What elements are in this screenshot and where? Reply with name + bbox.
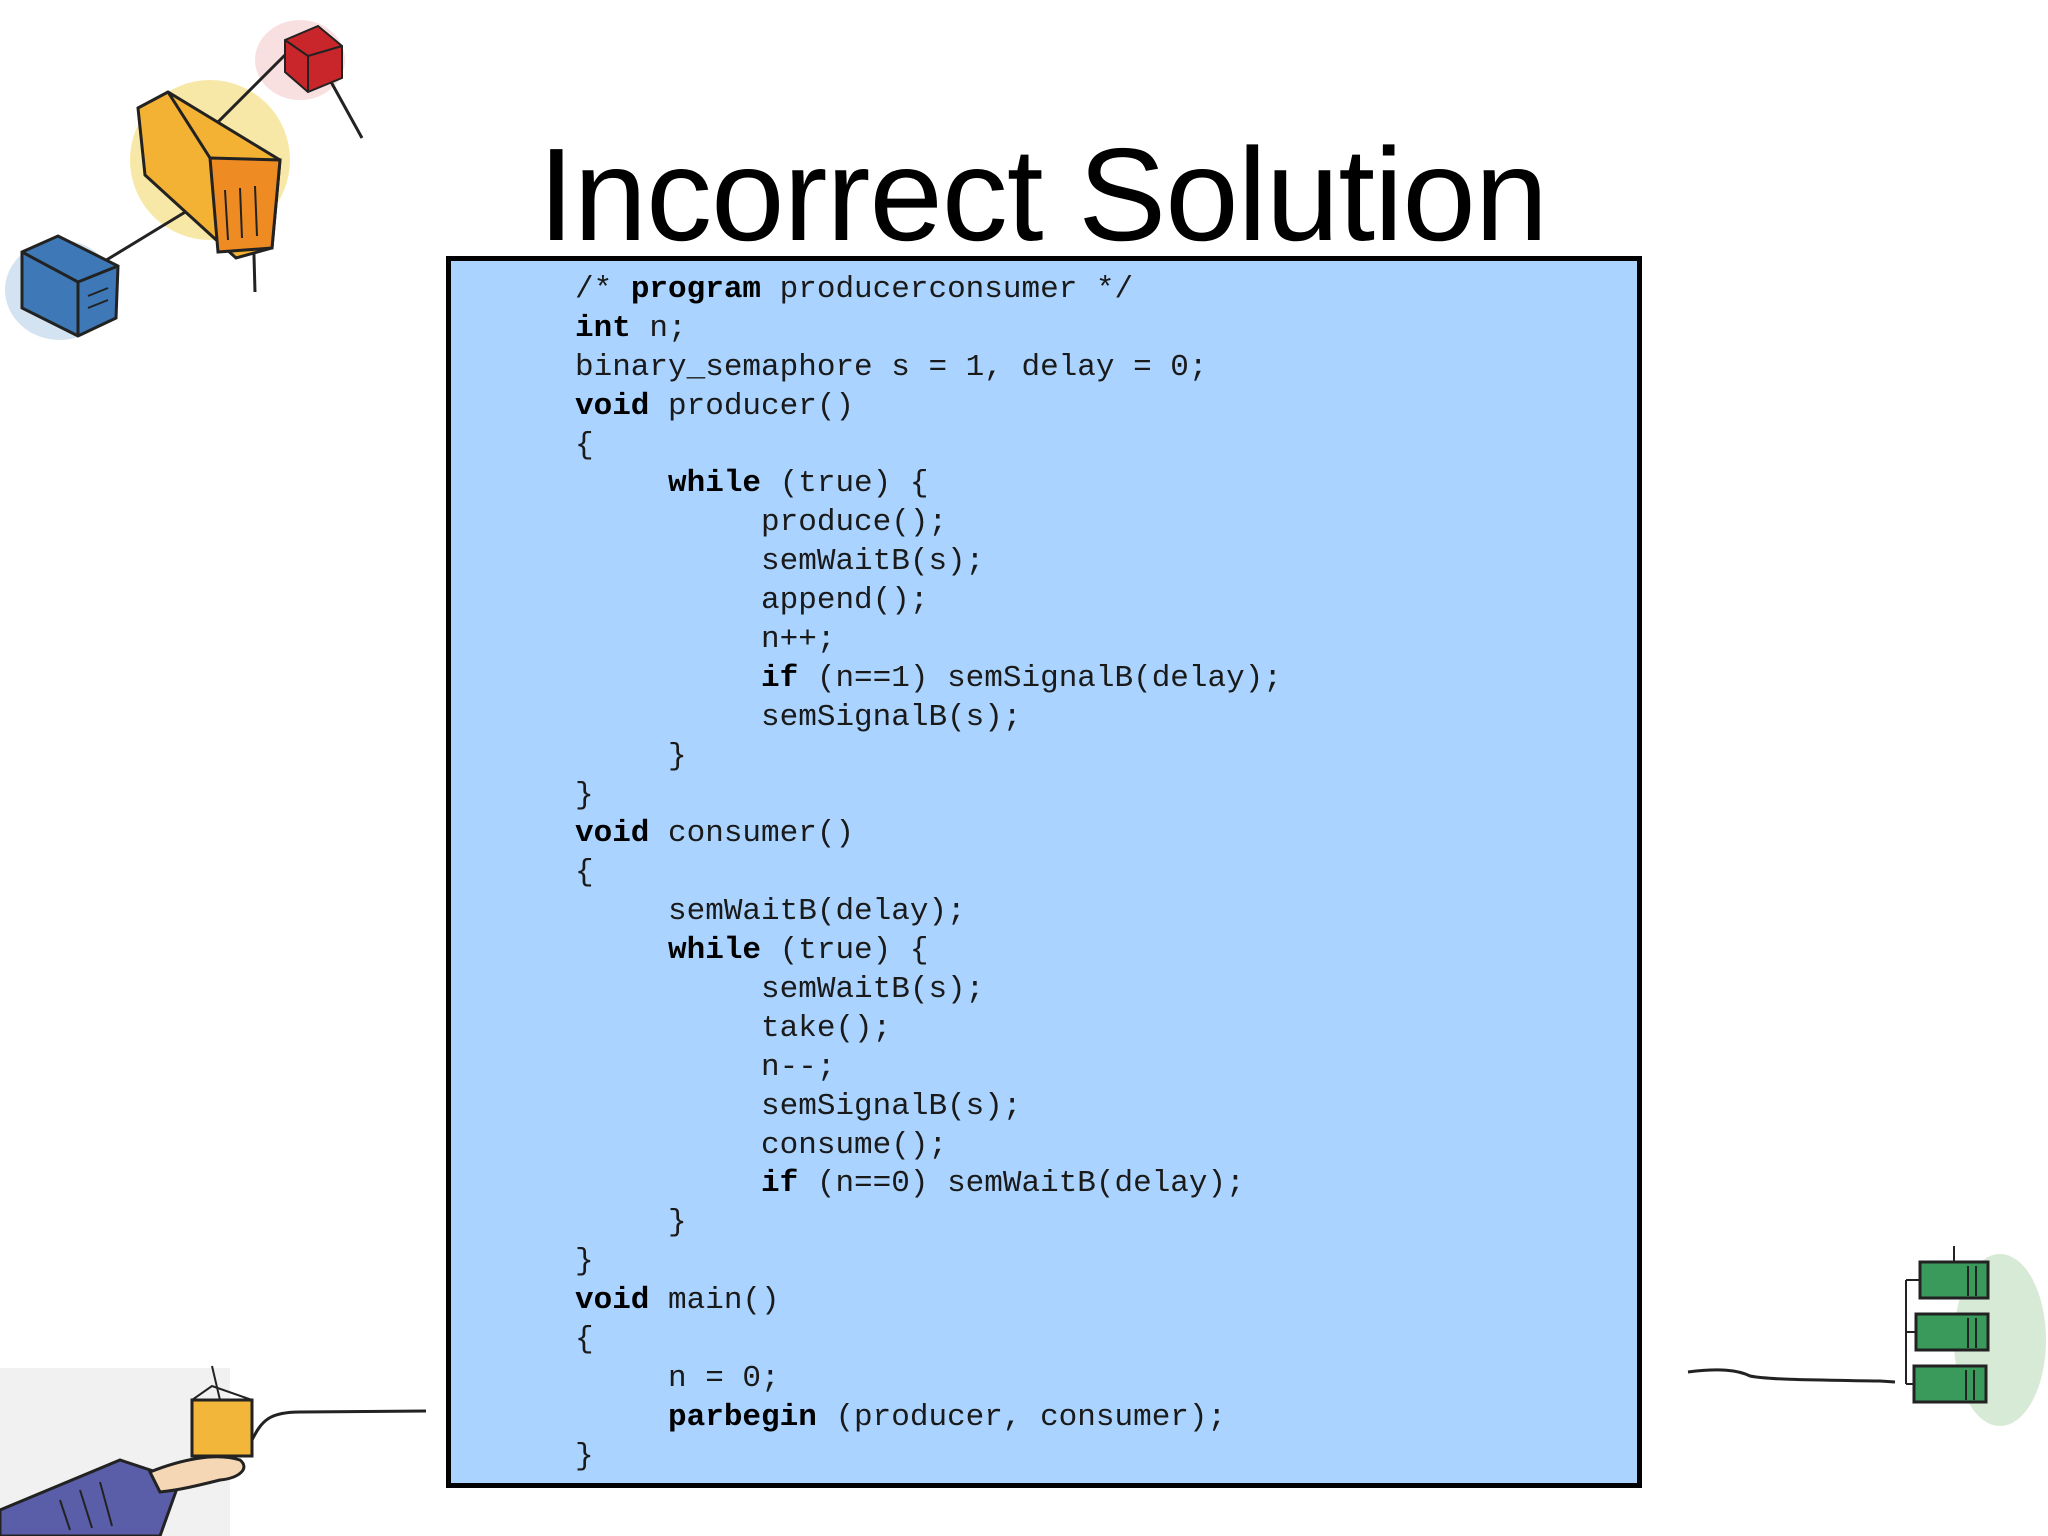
code-line: while (true) { — [575, 465, 1282, 504]
code-line: semWaitB(s); — [575, 971, 1282, 1010]
code-line: take(); — [575, 1010, 1282, 1049]
code-text: /* — [575, 272, 631, 307]
boxes-clipart-icon — [5, 20, 364, 340]
code-text: produce(); — [575, 505, 948, 541]
code-keyword: program — [630, 272, 762, 307]
code-text: { — [575, 1322, 594, 1358]
code-keyword: void — [575, 816, 650, 852]
code-line: consume(); — [575, 1127, 1282, 1166]
code-line: if (n==1) semSignalB(delay); — [575, 660, 1282, 699]
code-text: producerconsumer */ — [761, 272, 1134, 307]
code-text: } — [575, 738, 687, 774]
code-line: { — [575, 1321, 1282, 1360]
code-text: { — [575, 855, 594, 891]
code-text: semWaitB(s); — [575, 972, 985, 1008]
code-text: (n==1) semSignalB(delay); — [798, 660, 1282, 696]
code-text: (n==0) semWaitB(delay); — [798, 1166, 1245, 1202]
code-text: producer() — [649, 388, 855, 424]
code-text: main() — [649, 1283, 780, 1319]
code-line: } — [575, 738, 1282, 777]
code-keyword: if — [761, 660, 799, 696]
code-text — [575, 1166, 761, 1201]
code-text: { — [575, 427, 594, 463]
code-text: (true) { — [761, 466, 929, 502]
code-text: binary_semaphore s = 1, delay = 0; — [575, 349, 1208, 385]
code-text: (producer, consumer); — [816, 1399, 1227, 1435]
code-line: } — [575, 777, 1282, 816]
code-text: n; — [630, 310, 687, 346]
code-text — [575, 661, 761, 696]
code-text: semWaitB(s); — [575, 544, 985, 580]
code-line: append(); — [575, 582, 1282, 621]
code-text: semSignalB(s); — [575, 699, 1022, 735]
code-text — [575, 933, 668, 968]
code-text: consume(); — [575, 1127, 948, 1163]
code-keyword: int — [575, 310, 631, 346]
code-line: { — [575, 854, 1282, 893]
code-line: n--; — [575, 1049, 1282, 1088]
code-line: { — [575, 427, 1282, 466]
code-line: } — [575, 1243, 1282, 1282]
code-text — [575, 1400, 668, 1435]
code-line: void main() — [575, 1282, 1282, 1321]
code-text: n++; — [575, 622, 836, 658]
code-line: semWaitB(delay); — [575, 893, 1282, 932]
code-line: } — [575, 1204, 1282, 1243]
code-line: n++; — [575, 621, 1282, 660]
code-keyword: while — [668, 466, 762, 502]
green-stack-clipart-icon — [1687, 1246, 2046, 1426]
code-text — [575, 466, 668, 501]
code-line: semWaitB(s); — [575, 543, 1282, 582]
code-text: } — [575, 777, 594, 813]
code-line: /* program producerconsumer */ — [575, 271, 1282, 310]
code-text: take(); — [575, 1010, 892, 1046]
code-line: int n; — [575, 310, 1282, 349]
slide-title: Incorrect Solution — [538, 121, 1548, 268]
code-keyword: void — [575, 388, 650, 424]
code-text: } — [575, 1205, 687, 1241]
code-keyword: if — [761, 1166, 799, 1202]
code-text: } — [575, 1244, 594, 1280]
code-text: semSignalB(s); — [575, 1088, 1022, 1124]
code-text: (true) { — [761, 933, 929, 969]
code-line: } — [575, 1438, 1282, 1477]
code-line: produce(); — [575, 504, 1282, 543]
code-text: } — [575, 1438, 594, 1474]
code-line: semSignalB(s); — [575, 699, 1282, 738]
code-line: parbegin (producer, consumer); — [575, 1399, 1282, 1438]
code-line: if (n==0) semWaitB(delay); — [575, 1165, 1282, 1204]
code-listing: /* program producerconsumer */int n;bina… — [575, 271, 1282, 1477]
code-text: semWaitB(delay); — [575, 894, 966, 930]
code-keyword: parbegin — [668, 1399, 817, 1435]
code-text: n--; — [575, 1049, 836, 1085]
code-line: binary_semaphore s = 1, delay = 0; — [575, 349, 1282, 388]
code-line: n = 0; — [575, 1360, 1282, 1399]
code-keyword: void — [575, 1283, 650, 1319]
code-line: void producer() — [575, 388, 1282, 427]
code-line: void consumer() — [575, 815, 1282, 854]
code-keyword: while — [668, 933, 762, 969]
code-line: semSignalB(s); — [575, 1088, 1282, 1127]
hand-holding-box-icon — [0, 1365, 427, 1536]
code-text: append(); — [575, 583, 929, 619]
code-listing-box: /* program producerconsumer */int n;bina… — [446, 256, 1642, 1488]
code-text: n = 0; — [575, 1360, 780, 1396]
code-line: while (true) { — [575, 932, 1282, 971]
code-text: consumer() — [649, 816, 855, 852]
